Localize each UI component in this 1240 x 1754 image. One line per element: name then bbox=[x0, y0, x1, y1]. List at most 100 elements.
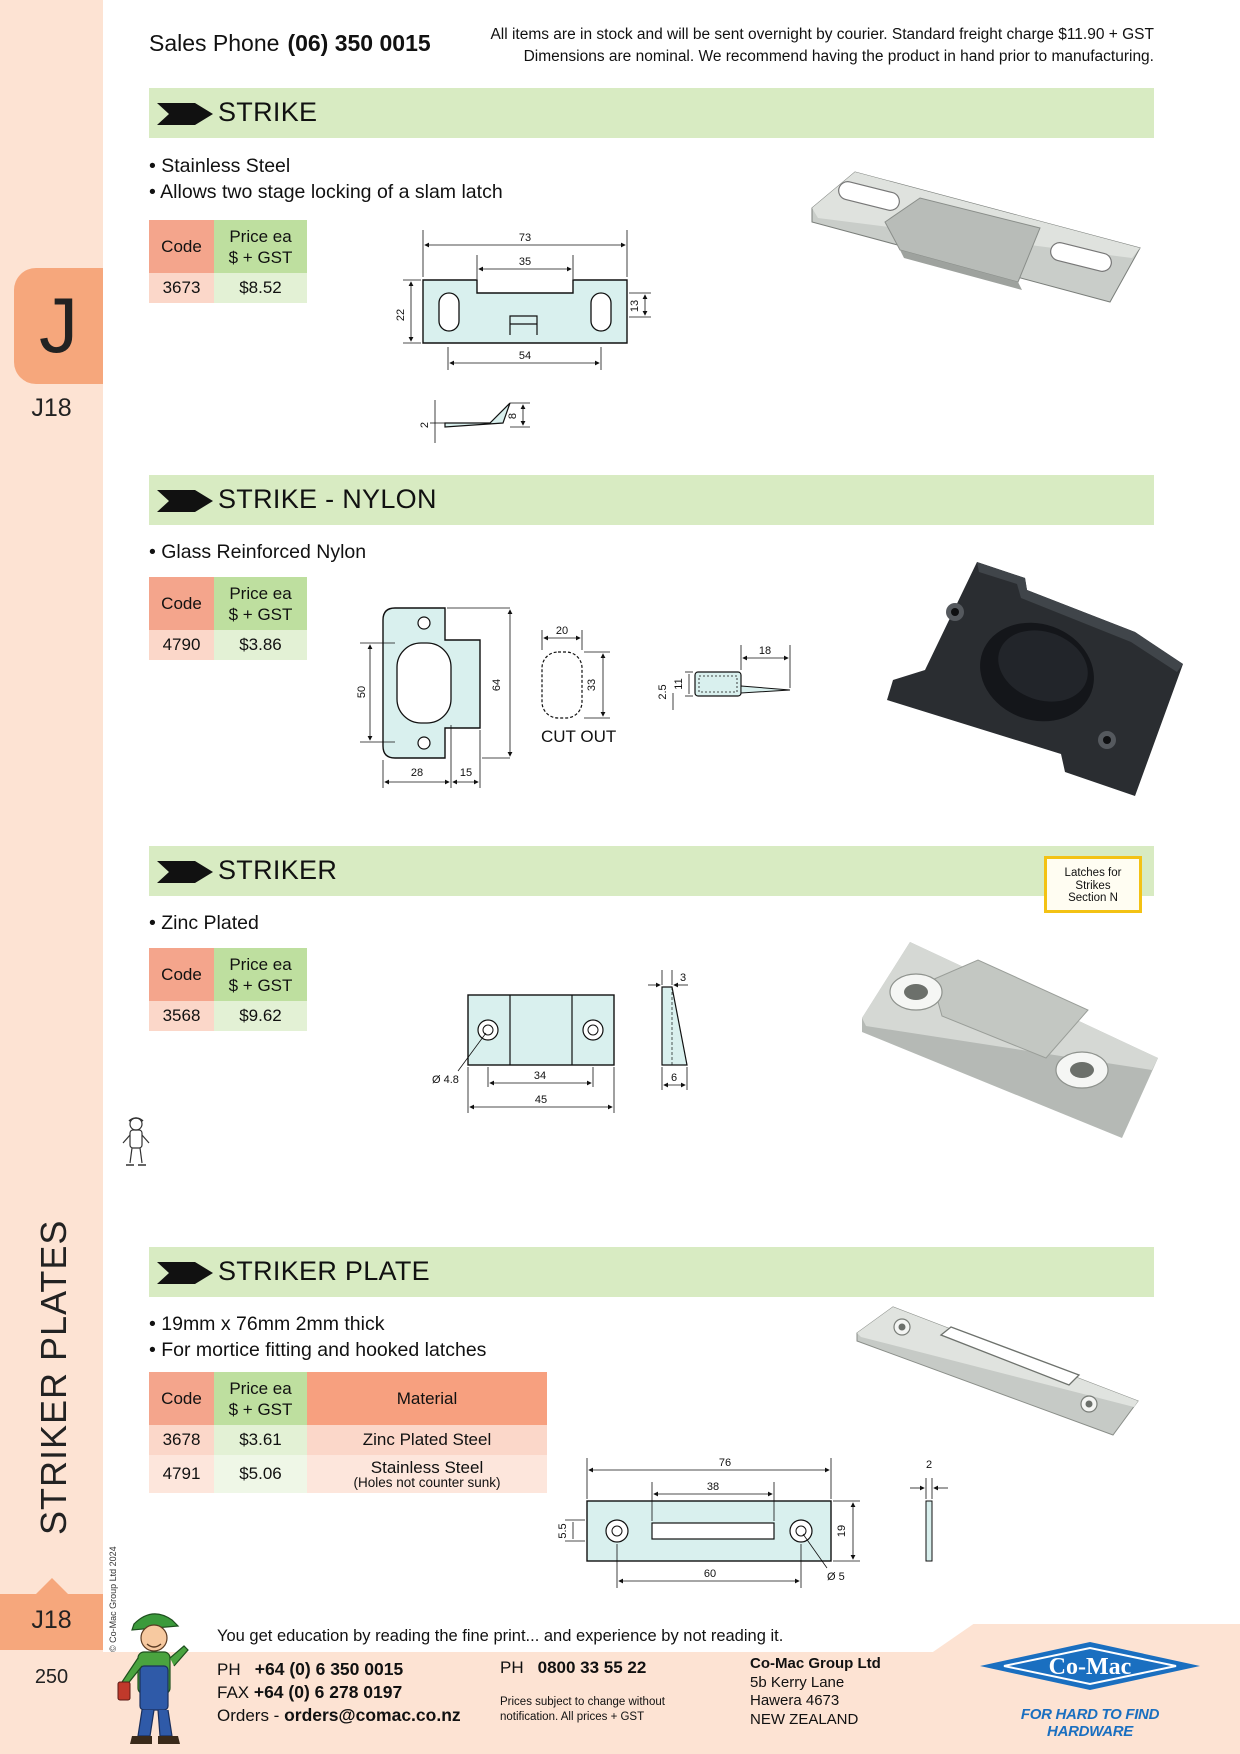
section-banner-strike-nylon: STRIKE - NYLON bbox=[149, 475, 1154, 525]
phone-number[interactable]: +64 (0) 6 350 0015 bbox=[254, 1659, 404, 1679]
product-material: Stainless Steel (Holes not counter sunk) bbox=[307, 1455, 547, 1493]
dim-label: 2.5 bbox=[657, 684, 669, 699]
col-price: Price ea$ + GST bbox=[214, 577, 307, 630]
product-price: $8.52 bbox=[214, 273, 307, 303]
fine-print: You get education by reading the fine pr… bbox=[217, 1627, 784, 1645]
product-price: $9.62 bbox=[214, 1001, 307, 1031]
dim-label: 6 bbox=[671, 1072, 677, 1084]
product-price: $3.61 bbox=[214, 1425, 307, 1455]
col-price: Price ea$ + GST bbox=[214, 1372, 307, 1425]
cutout-label: CUT OUT bbox=[541, 727, 617, 746]
product-code: 3678 bbox=[149, 1425, 214, 1455]
comac-logo[interactable]: Co-Mac bbox=[980, 1632, 1200, 1722]
feature-item: 19mm x 76mm 2mm thick bbox=[149, 1311, 486, 1337]
product-price: $5.06 bbox=[214, 1455, 307, 1493]
dim-label: 3 bbox=[680, 972, 686, 984]
material-note: (Holes not counter sunk) bbox=[353, 1474, 501, 1490]
product-material: Zinc Plated Steel bbox=[307, 1425, 547, 1455]
feature-list: Zinc Plated bbox=[149, 910, 259, 936]
mascot-icon bbox=[117, 1613, 189, 1744]
logo-text: Co-Mac bbox=[1049, 1654, 1132, 1680]
disclaimer-line: Prices subject to change without bbox=[500, 1696, 665, 1708]
strike-photo bbox=[811, 171, 1141, 303]
arrow-icon bbox=[157, 103, 213, 125]
product-code: 3673 bbox=[149, 273, 214, 303]
orders-email-link[interactable]: orders@comac.co.nz bbox=[284, 1705, 461, 1725]
dim-label: 20 bbox=[556, 625, 568, 637]
section-tab: J bbox=[14, 268, 103, 384]
freephone-number[interactable]: 0800 33 55 22 bbox=[537, 1658, 647, 1677]
product-code: 3568 bbox=[149, 1001, 214, 1031]
table-row: 3673 $8.52 bbox=[149, 273, 307, 303]
category-title: STRIKER PLATES bbox=[33, 1219, 74, 1535]
note-line: Section N bbox=[1068, 892, 1118, 904]
col-price: Price ea$ + GST bbox=[214, 220, 307, 273]
notice-line: All items are in stock and will be sent … bbox=[490, 26, 1154, 43]
price-table: Code Price ea$ + GST Material 3678 $3.61… bbox=[149, 1372, 547, 1493]
dim-label: Ø 4.8 bbox=[432, 1074, 459, 1086]
dim-label: 2 bbox=[926, 1459, 932, 1471]
dim-label: 34 bbox=[534, 1070, 546, 1082]
dim-label: 38 bbox=[707, 1481, 719, 1493]
col-price: Price ea$ + GST bbox=[214, 948, 307, 1001]
feature-list: Stainless Steel Allows two stage locking… bbox=[149, 153, 503, 205]
dim-label: 5.5 bbox=[557, 1523, 569, 1538]
feature-list: 19mm x 76mm 2mm thick For mortice fittin… bbox=[149, 1311, 486, 1363]
strike-nylon-photo bbox=[887, 562, 1183, 796]
dim-label: 73 bbox=[519, 232, 531, 244]
arrow-icon bbox=[157, 861, 213, 883]
col-material: Material bbox=[307, 1372, 547, 1425]
col-code: Code bbox=[149, 220, 214, 273]
dim-label: 18 bbox=[759, 645, 771, 657]
dim-label: 60 bbox=[704, 1568, 716, 1580]
section-banner-strike: STRIKE bbox=[149, 88, 1154, 138]
arrow-icon bbox=[157, 490, 213, 512]
page-number: 250 bbox=[34, 1666, 69, 1688]
section-letter: J bbox=[39, 281, 78, 369]
sales-phone: Sales Phone(06) 350 0015 bbox=[149, 30, 431, 57]
page-ref: J18 bbox=[31, 394, 72, 422]
price-table: Code Price ea$ + GST 4790 $3.86 bbox=[149, 577, 307, 660]
strike-drawing: 73 35 22 13 54 2 8 bbox=[395, 230, 651, 443]
dim-label: Ø 5 bbox=[827, 1571, 845, 1583]
feature-item: Stainless Steel bbox=[149, 153, 503, 179]
dim-label: 13 bbox=[629, 300, 641, 312]
section-title: STRIKE - NYLON bbox=[218, 484, 437, 514]
arrow-icon bbox=[157, 1262, 213, 1284]
ph-label: PH bbox=[217, 1660, 241, 1679]
dim-label: 76 bbox=[719, 1457, 731, 1469]
section-banner-striker: STRIKER bbox=[149, 846, 1154, 896]
sales-phone-number[interactable]: (06) 350 0015 bbox=[287, 30, 431, 56]
product-code: 4791 bbox=[149, 1455, 214, 1493]
col-code: Code bbox=[149, 1372, 214, 1425]
table-row: 3568 $9.62 bbox=[149, 1001, 307, 1031]
orders-label: Orders - bbox=[217, 1706, 280, 1725]
dim-label: 64 bbox=[491, 679, 503, 691]
fax-number[interactable]: +64 (0) 6 278 0197 bbox=[253, 1682, 403, 1702]
feature-item: Zinc Plated bbox=[149, 910, 259, 936]
dim-label: 33 bbox=[586, 679, 598, 691]
table-row: 4790 $3.86 bbox=[149, 630, 307, 660]
note-line: Latches for bbox=[1064, 867, 1122, 879]
dim-label: 11 bbox=[673, 678, 685, 689]
tagline: FOR HARD TO FIND HARDWARE bbox=[1020, 1706, 1160, 1740]
company-address: Co-Mac Group Ltd 5b Kerry Lane Hawera 46… bbox=[750, 1655, 881, 1729]
price-table: Code Price ea$ + GST 3673 $8.52 bbox=[149, 220, 307, 303]
product-code: 4790 bbox=[149, 630, 214, 660]
address-line: 5b Kerry Lane bbox=[750, 1673, 845, 1691]
page-ref-bottom: J18 bbox=[31, 1606, 72, 1634]
dim-label: 50 bbox=[356, 686, 368, 698]
dim-label: 35 bbox=[519, 256, 531, 268]
header-notice: All items are in stock and will be sent … bbox=[454, 24, 1154, 68]
col-code: Code bbox=[149, 577, 214, 630]
latch-reference-note[interactable]: Latches for Strikes Section N bbox=[1044, 856, 1142, 913]
dim-label: 8 bbox=[507, 413, 519, 419]
fax-label: FAX bbox=[217, 1683, 250, 1702]
dim-label: 28 bbox=[411, 767, 423, 779]
striker-drawing: Ø 4.8 34 45 3 6 bbox=[432, 970, 688, 1113]
material-name: Stainless Steel bbox=[370, 1457, 484, 1477]
address-line: Hawera 4673 bbox=[750, 1692, 840, 1709]
striker-photo bbox=[862, 942, 1158, 1138]
company-name: Co-Mac Group Ltd bbox=[750, 1655, 881, 1672]
